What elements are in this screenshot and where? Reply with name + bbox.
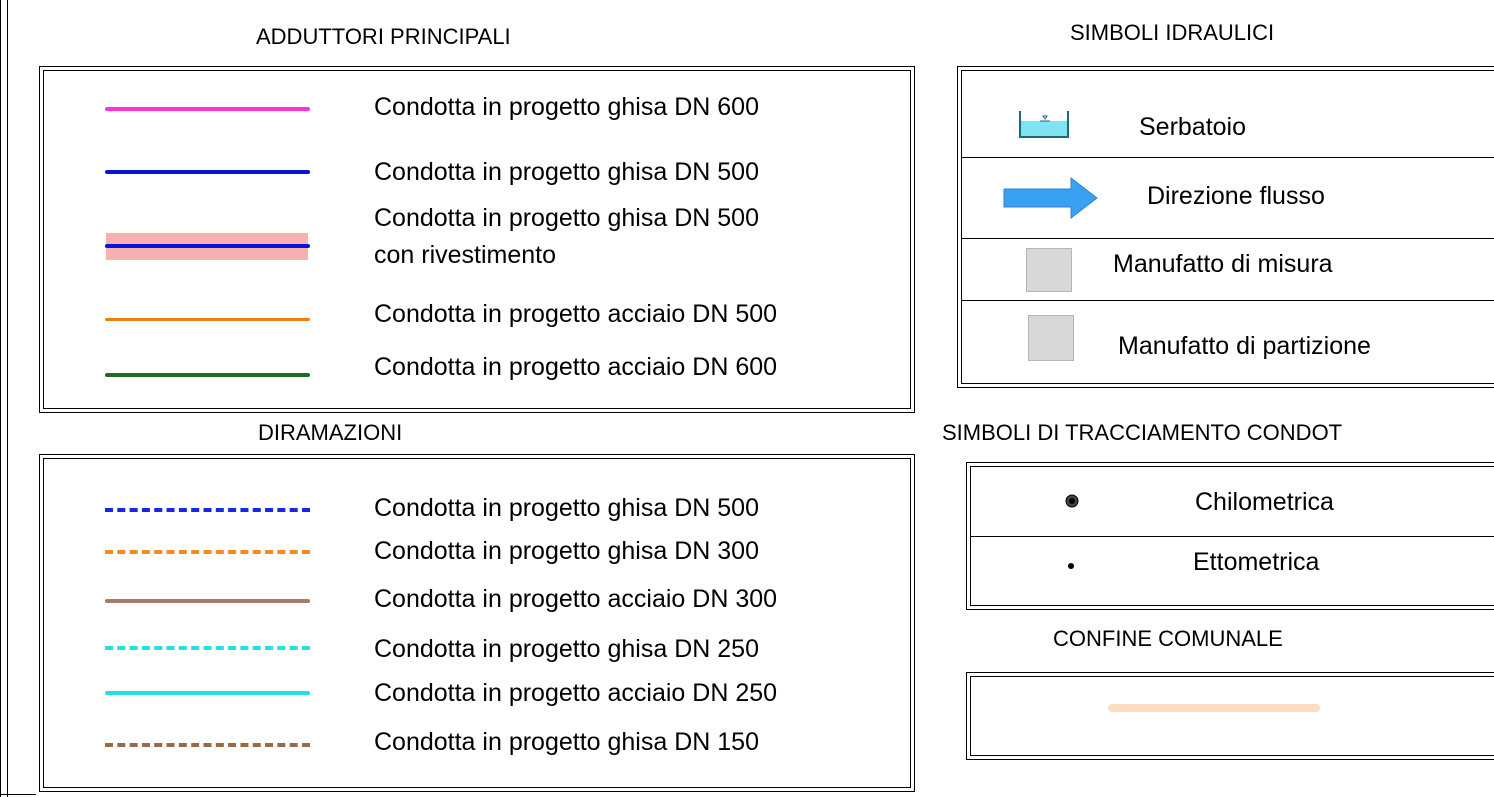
branches-title: DIRAMAZIONI bbox=[258, 420, 403, 445]
main-line-2 bbox=[105, 170, 310, 174]
bottom-border-line bbox=[0, 794, 36, 795]
branch-line-4 bbox=[105, 646, 310, 650]
hydraulic-title: SIMBOLI IDRAULICI bbox=[1070, 20, 1275, 45]
main-label-2: Condotta in progetto ghisa DN 500 bbox=[374, 158, 759, 186]
main-line-4 bbox=[105, 318, 310, 321]
tracing-separator bbox=[970, 536, 1494, 537]
hydraulic-legend-frame bbox=[957, 66, 1494, 388]
left-border-line-inner bbox=[7, 0, 8, 797]
boundary-line bbox=[1108, 704, 1320, 712]
hydraulic-label-1: Serbatoio bbox=[1139, 113, 1247, 141]
main-line-5 bbox=[105, 373, 310, 377]
branch-label-3: Condotta in progetto acciaio DN 300 bbox=[374, 585, 778, 613]
main-label-5: Condotta in progetto acciaio DN 600 bbox=[374, 353, 778, 381]
main-title: ADDUTTORI PRINCIPALI bbox=[256, 24, 511, 49]
main-label-1: Condotta in progetto ghisa DN 600 bbox=[374, 93, 759, 121]
boundary-legend-frame bbox=[966, 672, 1494, 760]
main-label-4: Condotta in progetto acciaio DN 500 bbox=[374, 300, 778, 328]
gray-square-icon bbox=[1028, 315, 1074, 361]
hydraulic-label-4: Manufatto di partizione bbox=[1118, 332, 1371, 360]
tank-icon bbox=[1019, 111, 1069, 138]
branch-label-1: Condotta in progetto ghisa DN 500 bbox=[374, 494, 759, 522]
branch-line-5 bbox=[105, 691, 310, 695]
branch-line-3 bbox=[105, 599, 310, 603]
main-label-3: Condotta in progetto ghisa DN 500 bbox=[374, 204, 759, 232]
hydraulic-label-3: Manufatto di misura bbox=[1113, 250, 1333, 278]
hydraulic-label-2: Direzione flusso bbox=[1147, 182, 1325, 210]
branches-legend-frame bbox=[39, 454, 915, 792]
flow-arrow-icon bbox=[1003, 176, 1098, 220]
branch-line-6 bbox=[105, 743, 310, 747]
branch-line-2 bbox=[105, 550, 310, 554]
branch-line-1 bbox=[105, 508, 310, 512]
tracing-title: SIMBOLI DI TRACCIAMENTO CONDOT bbox=[942, 420, 1343, 445]
tracing-label-1: Chilometrica bbox=[1195, 488, 1334, 516]
left-border-line bbox=[0, 0, 1, 797]
branch-label-4: Condotta in progetto ghisa DN 250 bbox=[374, 635, 759, 663]
hydraulic-separator-3 bbox=[961, 300, 1494, 301]
large-dot-icon bbox=[1065, 494, 1079, 508]
gray-square-icon bbox=[1026, 248, 1072, 292]
hydraulic-separator-1 bbox=[961, 157, 1494, 158]
main-legend-frame bbox=[39, 66, 915, 413]
branch-label-6: Condotta in progetto ghisa DN 150 bbox=[374, 728, 759, 756]
main-line-3 bbox=[105, 244, 310, 248]
tracing-label-2: Ettometrica bbox=[1193, 548, 1320, 576]
small-dot-icon bbox=[1068, 563, 1074, 569]
branch-label-2: Condotta in progetto ghisa DN 300 bbox=[374, 537, 759, 565]
main-label-3b: con rivestimento bbox=[374, 241, 557, 269]
branch-label-5: Condotta in progetto acciaio DN 250 bbox=[374, 679, 778, 707]
boundary-title: CONFINE COMUNALE bbox=[1053, 626, 1283, 651]
main-line-1 bbox=[105, 107, 310, 111]
hydraulic-separator-2 bbox=[961, 238, 1494, 239]
